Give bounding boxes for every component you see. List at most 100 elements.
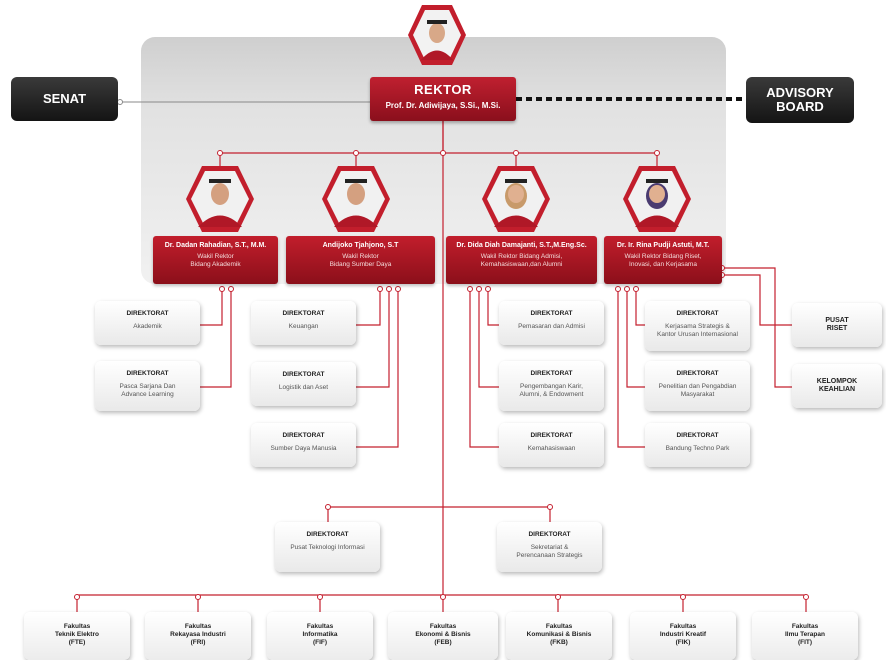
vr2-photo — [322, 166, 390, 232]
vr1-name: Dr. Dadan Rahadian, S.T., M.M. — [164, 242, 267, 249]
dir-penelitian-label-2: Masyarakat — [680, 391, 715, 399]
faculty-fte: Fakultas Teknik Elektro (FTE) — [24, 612, 130, 660]
faculty-label: Fakultas — [669, 623, 697, 630]
faculty-name: Informatika — [302, 631, 338, 639]
faculty-code: (FIT) — [797, 639, 813, 647]
vr4-role-1: Wakil Rektor Bidang Riset, — [624, 253, 702, 260]
faculty-name: Ekonomi & Bisnis — [415, 631, 471, 639]
vr3-role-2: Kemahasiswaan,dan Alumni — [480, 261, 563, 269]
dir-kemahasiswaan: DIREKTORAT Kemahasiswaan — [499, 423, 604, 467]
dir-kerjasama: DIREKTORAT Kerjasama Strategis &Kantor U… — [645, 301, 750, 351]
dir-heading: DIREKTORAT — [282, 371, 325, 378]
dir-kemahasiswaan-label: Kemahasiswaan — [527, 445, 576, 452]
rektor-photo — [408, 5, 466, 65]
dir-akademik: DIREKTORAT Akademik — [95, 301, 200, 345]
dir-sdm-label: Sumber Daya Manusia — [270, 445, 337, 452]
faculty-fri: Fakultas Rekayasa Industri (FRI) — [145, 612, 251, 660]
dir-pemasaran: DIREKTORAT Pemasaran dan Admisi — [499, 301, 604, 345]
vr2-name: Andijoko Tjahjono, S.T — [322, 242, 399, 249]
faculty-fkb: Fakultas Komunikasi & Bisnis (FKB) — [506, 612, 612, 660]
dir-pasca-label-1: Pasca Sarjana Dan — [119, 383, 176, 390]
faculty-code: (FKB) — [550, 639, 568, 647]
dir-heading: DIREKTORAT — [676, 310, 719, 317]
faculty-label: Fakultas — [545, 623, 573, 630]
pusat-riset-line-1: PUSAT — [825, 316, 849, 324]
faculty-feb: Fakultas Ekonomi & Bisnis (FEB) — [388, 612, 498, 660]
vr4-name: Dr. Ir. Rina Pudji Astuti, M.T. — [616, 242, 710, 249]
faculty-fif: Fakultas Informatika (FIF) — [267, 612, 373, 660]
dir-heading: DIREKTORAT — [126, 370, 169, 377]
vr2-role-1: Wakil Rektor — [342, 253, 379, 260]
dir-heading: DIREKTORAT — [282, 432, 325, 439]
dir-heading: DIREKTORAT — [676, 370, 719, 377]
dir-heading: DIREKTORAT — [306, 531, 349, 538]
dir-pti: DIREKTORAT Pusat Teknologi Informasi — [275, 522, 380, 572]
faculty-code: (FRI) — [190, 639, 206, 647]
faculty-code: (FIK) — [675, 639, 691, 647]
rektor-box: REKTOR Prof. Dr. Adiwijaya, S.Si., M.Si. — [370, 77, 516, 121]
dir-heading: DIREKTORAT — [126, 310, 169, 317]
faculty-label: Fakultas — [429, 623, 457, 630]
dir-karir-label-1: Pengembangan Karir, — [520, 383, 583, 390]
faculty-name: Industri Kreatif — [659, 631, 707, 639]
kelompok-line-2: KEAHLIAN — [818, 386, 856, 393]
faculty-fik: Fakultas Industri Kreatif (FIK) — [630, 612, 736, 660]
dir-pasca-label-2: Advance Learning — [121, 391, 174, 399]
faculty-fit: Fakultas Ilmu Terapan (FIT) — [752, 612, 858, 660]
advisory-board-box: ADVISORY BOARD — [746, 77, 854, 123]
dir-heading: DIREKTORAT — [530, 370, 573, 377]
dir-logistik: DIREKTORAT Logistik dan Aset — [251, 362, 356, 406]
dir-heading: DIREKTORAT — [530, 310, 573, 317]
faculty-name: Rekayasa Industri — [170, 631, 226, 639]
advisory-line-1: ADVISORY — [766, 84, 834, 100]
senat-label: SENAT — [42, 90, 87, 106]
vr2-role-2: Bidang Sumber Daya — [329, 261, 392, 269]
dir-sekretariat-label-2: Perencanaan Strategis — [516, 552, 583, 560]
faculty-label: Fakultas — [184, 623, 212, 630]
dir-keuangan-label: Keuangan — [288, 323, 319, 330]
vr1-role-1: Wakil Rektor — [197, 253, 234, 260]
dir-logistik-label: Logistik dan Aset — [278, 384, 329, 391]
faculty-label: Fakultas — [306, 623, 334, 630]
vr3-role-1: Wakil Rektor Bidang Admisi, — [480, 253, 563, 260]
dir-karir-label-2: Alumni, & Endowment — [519, 391, 584, 399]
dir-kerjasama-label-2: Kantor Urusan Internasional — [657, 331, 738, 339]
faculty-code: (FTE) — [68, 639, 86, 647]
dir-sekretariat: DIREKTORAT Sekretariat &Perencanaan Stra… — [497, 522, 602, 572]
dir-keuangan: DIREKTORAT Keuangan — [251, 301, 356, 345]
dir-penelitian-label-1: Penelitian dan Pengabdian — [658, 383, 737, 390]
dir-heading: DIREKTORAT — [530, 432, 573, 439]
rektor-name: Prof. Dr. Adiwijaya, S.Si., M.Si. — [385, 101, 501, 110]
vr1-box: Dr. Dadan Rahadian, S.T., M.M. Wakil Rek… — [153, 236, 278, 284]
faculty-code: (FIF) — [312, 639, 328, 647]
faculty-name: Komunikasi & Bisnis — [526, 631, 592, 639]
dir-techno: DIREKTORAT Bandung Techno Park — [645, 423, 750, 467]
dir-heading: DIREKTORAT — [282, 310, 325, 317]
rektor-title: REKTOR — [414, 82, 472, 97]
dir-karir: DIREKTORAT Pengembangan Karir,Alumni, & … — [499, 361, 604, 411]
dir-pemasaran-label: Pemasaran dan Admisi — [518, 323, 585, 330]
faculty-label: Fakultas — [791, 623, 819, 630]
senat-box: SENAT — [11, 77, 118, 121]
dir-pti-label: Pusat Teknologi Informasi — [290, 544, 365, 551]
vr1-role-2: Bidang Akademik — [190, 261, 241, 269]
vr3-name: Dr. Dida Diah Damajanti, S.T.,M.Eng.Sc. — [456, 242, 587, 249]
vr3-box: Dr. Dida Diah Damajanti, S.T.,M.Eng.Sc. … — [446, 236, 597, 284]
pusat-riset-line-2: RISET — [826, 325, 848, 332]
kelompok-line-1: KELOMPOK — [816, 377, 858, 385]
dir-heading: DIREKTORAT — [528, 531, 571, 538]
vr4-photo — [623, 166, 691, 232]
vr1-photo — [186, 166, 254, 232]
faculty-code: (FEB) — [434, 639, 452, 647]
dir-akademik-label: Akademik — [133, 323, 162, 330]
faculty-label: Fakultas — [63, 623, 91, 630]
dir-heading: DIREKTORAT — [676, 432, 719, 439]
vr4-box: Dr. Ir. Rina Pudji Astuti, M.T. Wakil Re… — [604, 236, 722, 284]
vr3-photo — [482, 166, 550, 232]
